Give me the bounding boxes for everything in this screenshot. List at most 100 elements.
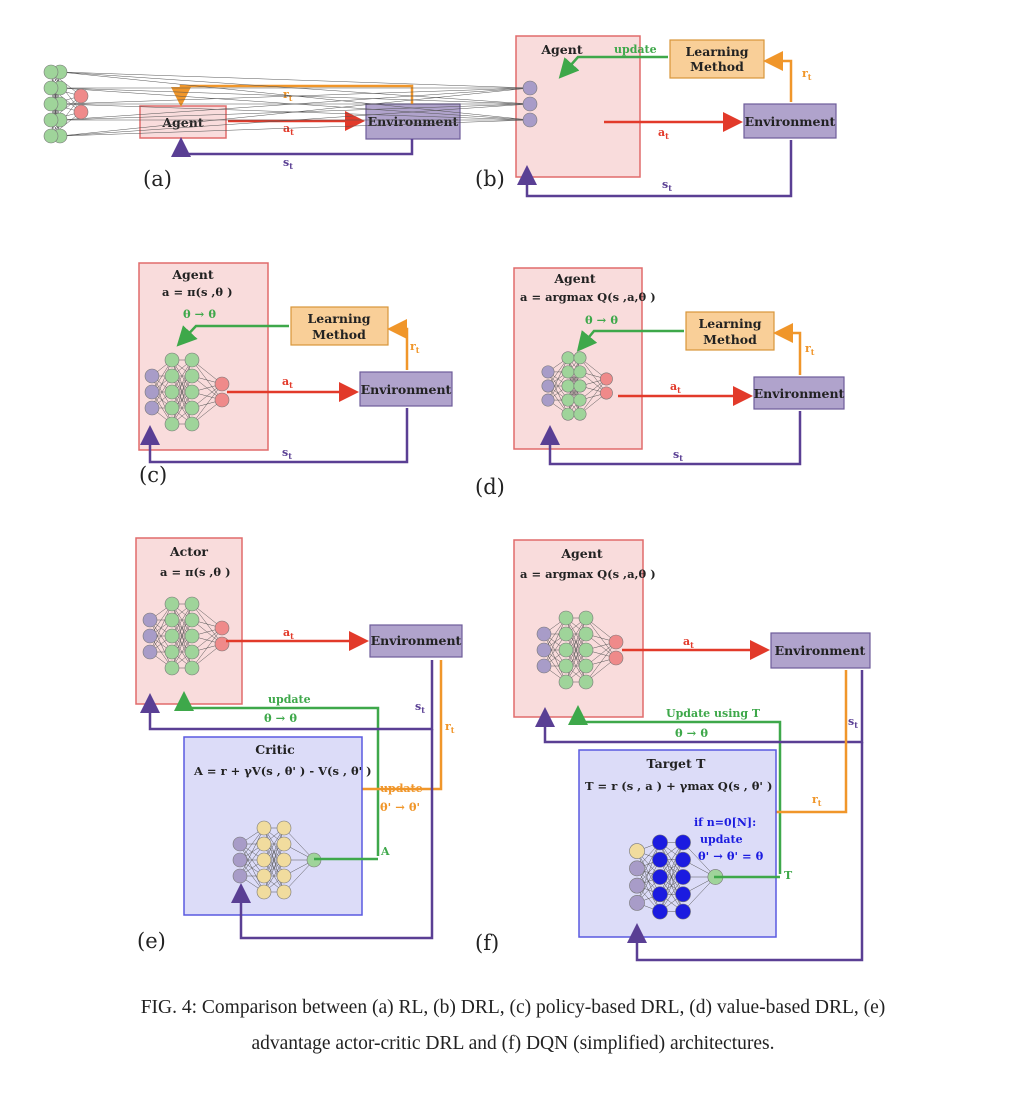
environment-label: Environment <box>368 114 459 129</box>
nn-edge <box>543 617 567 667</box>
nn-input-node <box>629 860 645 877</box>
nn-edge <box>567 357 581 401</box>
nn-output-node <box>214 376 230 392</box>
diagram-b: Agent Learning Method update rt Environm… <box>43 35 837 198</box>
agent-neural-network <box>144 352 230 432</box>
nn-hidden-node <box>578 610 594 626</box>
agent-neural-network <box>43 64 538 144</box>
nn-input-node <box>144 368 160 384</box>
nn-hidden-node <box>164 612 180 628</box>
nn-input-node <box>522 80 538 96</box>
nn-hidden-node <box>558 642 574 658</box>
agent-update-arrow <box>568 705 782 874</box>
nn-hidden-node <box>164 400 180 416</box>
nn-hidden-node <box>558 626 574 642</box>
learning-method-box <box>290 306 389 346</box>
state-arrow <box>140 408 409 464</box>
nn-hidden-node <box>561 351 575 365</box>
nn-input-node <box>629 877 645 894</box>
nn-input-node <box>142 612 158 628</box>
action-label: at <box>283 626 294 641</box>
nn-output-node <box>214 620 230 636</box>
reward-label: rt <box>805 342 815 357</box>
nn-hidden-node <box>561 407 575 421</box>
nn-edge <box>171 359 193 409</box>
theta-update-label: θ → θ <box>264 711 297 725</box>
state-arrow-actor <box>140 660 434 731</box>
nn-hidden-node <box>573 365 587 379</box>
state-label: st <box>415 700 425 715</box>
nn-hidden-node <box>43 112 59 128</box>
theta-update-label: θ → θ <box>585 313 618 327</box>
target-label: Target T <box>647 756 707 771</box>
nn-edge <box>579 378 607 415</box>
learning-method-label-1: Learning <box>698 316 761 331</box>
panel-label-c: (c) <box>139 463 167 487</box>
diagram-f: Agent a = argmax Q(s ,a,θ ) Environment … <box>475 539 871 962</box>
value-formula: a = argmax Q(s ,a,θ ) <box>520 290 656 304</box>
nn-hidden-node <box>573 351 587 365</box>
nn-output-node <box>214 636 230 652</box>
nn-input-node <box>142 628 158 644</box>
environment-label: Environment <box>775 643 866 658</box>
reward-arrow <box>763 51 793 102</box>
reward-label: rt <box>410 340 420 355</box>
nn-edge <box>59 71 531 105</box>
nn-hidden-node <box>558 658 574 674</box>
architecture-diagram: Agent Environment rt at st (a) Agent Lea… <box>43 35 871 962</box>
nn-input-node <box>541 393 555 407</box>
policy-formula: a = π(s ,θ ) <box>162 285 233 299</box>
panel-label-e: (e) <box>137 929 166 953</box>
nn-hidden-node <box>256 852 272 868</box>
nn-output-node <box>608 650 624 666</box>
nn-hidden-node <box>164 628 180 644</box>
nn-edge <box>636 842 661 904</box>
theta-update-label: θ → θ <box>183 307 216 321</box>
nn-hidden-node <box>652 869 668 885</box>
nn-hidden-node <box>558 610 574 626</box>
nn-edge <box>682 842 716 878</box>
nn-hidden-node <box>164 644 180 660</box>
nn-hidden-node <box>256 868 272 884</box>
nn-hidden-node <box>578 674 594 690</box>
action-label: at <box>283 122 294 137</box>
nn-input-node <box>536 658 552 674</box>
nn-edge <box>59 71 531 89</box>
nn-output-node <box>73 104 89 120</box>
target-update-label: update <box>700 833 743 846</box>
state-arrow <box>171 137 414 157</box>
reward-arrow <box>773 323 802 375</box>
nn-edge <box>567 371 581 415</box>
agent-label: Agent <box>171 267 213 282</box>
nn-hidden-node <box>184 596 200 612</box>
panel-label-b: (b) <box>475 167 505 191</box>
nn-hidden-node <box>652 851 668 868</box>
nn-hidden-node <box>561 379 575 393</box>
state-arrow <box>540 411 802 466</box>
nn-input-node <box>144 400 160 416</box>
nn-hidden-node <box>184 628 200 644</box>
nn-edge <box>263 843 285 893</box>
nn-edge <box>149 603 173 653</box>
nn-hidden-node <box>43 64 59 80</box>
nn-hidden-node <box>578 642 594 658</box>
nn-hidden-node <box>675 869 691 885</box>
agent-label: Agent <box>540 42 582 57</box>
nn-edge <box>59 87 531 121</box>
state-label: st <box>673 448 683 463</box>
nn-edge <box>191 383 223 425</box>
nn-hidden-node <box>184 416 200 432</box>
nn-edge <box>636 842 661 886</box>
state-label: st <box>283 156 293 171</box>
diagram-c: Agent a = π(s ,θ ) θ → θ Learning Method… <box>138 262 453 487</box>
state-arrow-agent <box>535 670 864 744</box>
environment-label: Environment <box>371 633 462 648</box>
nn-edge <box>565 633 587 683</box>
nn-output-node <box>608 634 624 650</box>
nn-hidden-node <box>675 886 691 903</box>
nn-output-node <box>599 372 613 386</box>
nn-hidden-node <box>164 368 180 384</box>
nn-hidden-node <box>675 851 691 868</box>
reward-label: rt <box>812 793 822 808</box>
learning-method-label-2: Method <box>703 332 757 347</box>
